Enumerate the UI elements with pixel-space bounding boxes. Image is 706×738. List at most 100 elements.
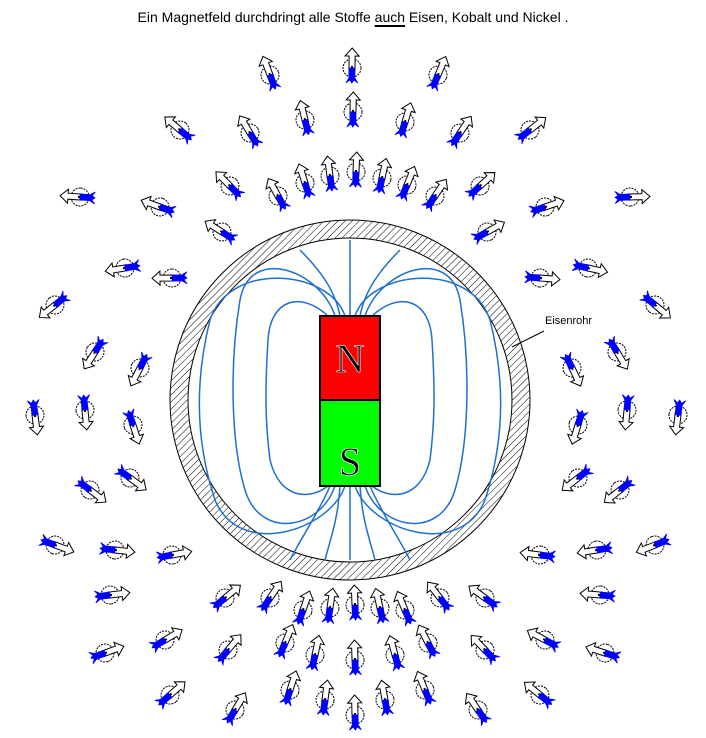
field-line	[371, 300, 435, 496]
compass-needle	[617, 394, 637, 431]
field-line	[369, 485, 411, 561]
title-emphasis: auch	[374, 9, 406, 25]
compass-needle	[265, 177, 291, 213]
compass-needle	[528, 195, 565, 218]
compass-needle	[561, 463, 594, 492]
compass-needle	[213, 634, 242, 666]
field-line	[364, 267, 468, 525]
compass-needle	[571, 258, 609, 279]
compass-needle	[470, 219, 506, 245]
field-line	[198, 277, 346, 535]
compass-needle	[372, 157, 393, 195]
field-lines	[198, 240, 502, 561]
compass-needle	[99, 540, 136, 560]
field-line	[324, 485, 341, 561]
compass-needle	[468, 584, 501, 612]
field-line	[359, 485, 376, 561]
compass-needle	[524, 268, 561, 288]
compass-needle	[470, 635, 500, 666]
compass-needle	[345, 584, 365, 621]
compass-needle	[81, 335, 109, 370]
compass-needle	[38, 290, 71, 319]
compass-needle	[215, 171, 245, 201]
compass-needle	[164, 116, 196, 145]
compass-needle	[426, 581, 455, 614]
compass-needle	[148, 627, 183, 654]
compass-needle	[279, 670, 302, 707]
field-line	[232, 267, 336, 525]
north-label: N	[336, 336, 365, 381]
compass-needle	[585, 641, 622, 664]
compass-needle	[315, 679, 335, 716]
compass-needle	[345, 694, 365, 731]
compass-needle	[464, 172, 496, 201]
compass-needle	[384, 634, 405, 672]
compass-needle	[292, 590, 315, 627]
compass-needle	[426, 55, 450, 92]
title-text: Ein Magnetfeld durchdringt alle Stoffe	[137, 9, 371, 25]
compass-needle	[395, 165, 419, 202]
compass-needle	[559, 351, 585, 387]
compass-needle	[668, 399, 688, 436]
compass-needle	[305, 634, 326, 672]
magnet-south-pole	[319, 399, 381, 487]
south-label: S	[339, 439, 361, 484]
compass-needle	[375, 679, 395, 717]
title-text-end: Eisen, Kobalt und Nickel .	[408, 9, 569, 25]
iron-tube	[169, 219, 531, 581]
compass-needle	[369, 587, 390, 625]
compass-needle	[413, 670, 437, 707]
compass-needle	[519, 545, 556, 565]
compass-needle	[345, 639, 365, 676]
compass-needle	[579, 585, 616, 605]
compass-needle	[75, 394, 95, 431]
compass-needle	[394, 102, 417, 139]
compass-needle	[320, 155, 340, 192]
diagram-title: Ein Magnetfeld durchdringt alle Stoffe a…	[0, 9, 706, 25]
compass-needle	[74, 476, 107, 504]
field-line	[354, 277, 502, 535]
compass-needles	[25, 47, 688, 731]
compass-needle	[94, 585, 131, 605]
compass-needle	[25, 399, 45, 436]
compass-needle	[523, 681, 556, 710]
compass-needle	[294, 99, 315, 137]
compass-needle	[59, 187, 96, 207]
compass-needle	[273, 623, 297, 660]
compass-needle	[446, 115, 474, 149]
compass-needle	[576, 540, 614, 560]
compass-needle	[88, 641, 125, 664]
compass-needle	[343, 91, 363, 128]
compass-needle	[639, 290, 671, 319]
compass-needle	[293, 163, 316, 200]
field-line	[289, 485, 331, 561]
field-line	[359, 249, 401, 317]
compass-needle	[421, 178, 449, 212]
compass-needle	[635, 533, 672, 557]
compass-needle	[209, 584, 241, 613]
compass-needle	[526, 627, 562, 653]
compass-needle	[151, 268, 188, 288]
compass-needle	[603, 335, 630, 370]
label-leader-line	[511, 330, 545, 348]
compass-needle	[603, 475, 636, 504]
tube-label: Eisenrohr	[545, 315, 593, 327]
compass-needle	[104, 258, 142, 278]
compass-needle	[464, 692, 492, 726]
field-line	[265, 300, 329, 496]
compass-needle	[127, 351, 153, 387]
compass-needle	[514, 116, 547, 145]
compass-needle	[320, 587, 340, 624]
compass-needle	[393, 590, 417, 627]
compass-needle	[204, 218, 239, 246]
compass-needle	[237, 115, 264, 150]
compass-needle	[155, 544, 193, 565]
compass-needle	[258, 55, 282, 92]
compass-needle	[114, 464, 147, 492]
compass-needle	[221, 692, 248, 727]
compass-needle	[342, 47, 362, 84]
compass-needle	[346, 151, 366, 188]
field-line	[299, 249, 341, 317]
